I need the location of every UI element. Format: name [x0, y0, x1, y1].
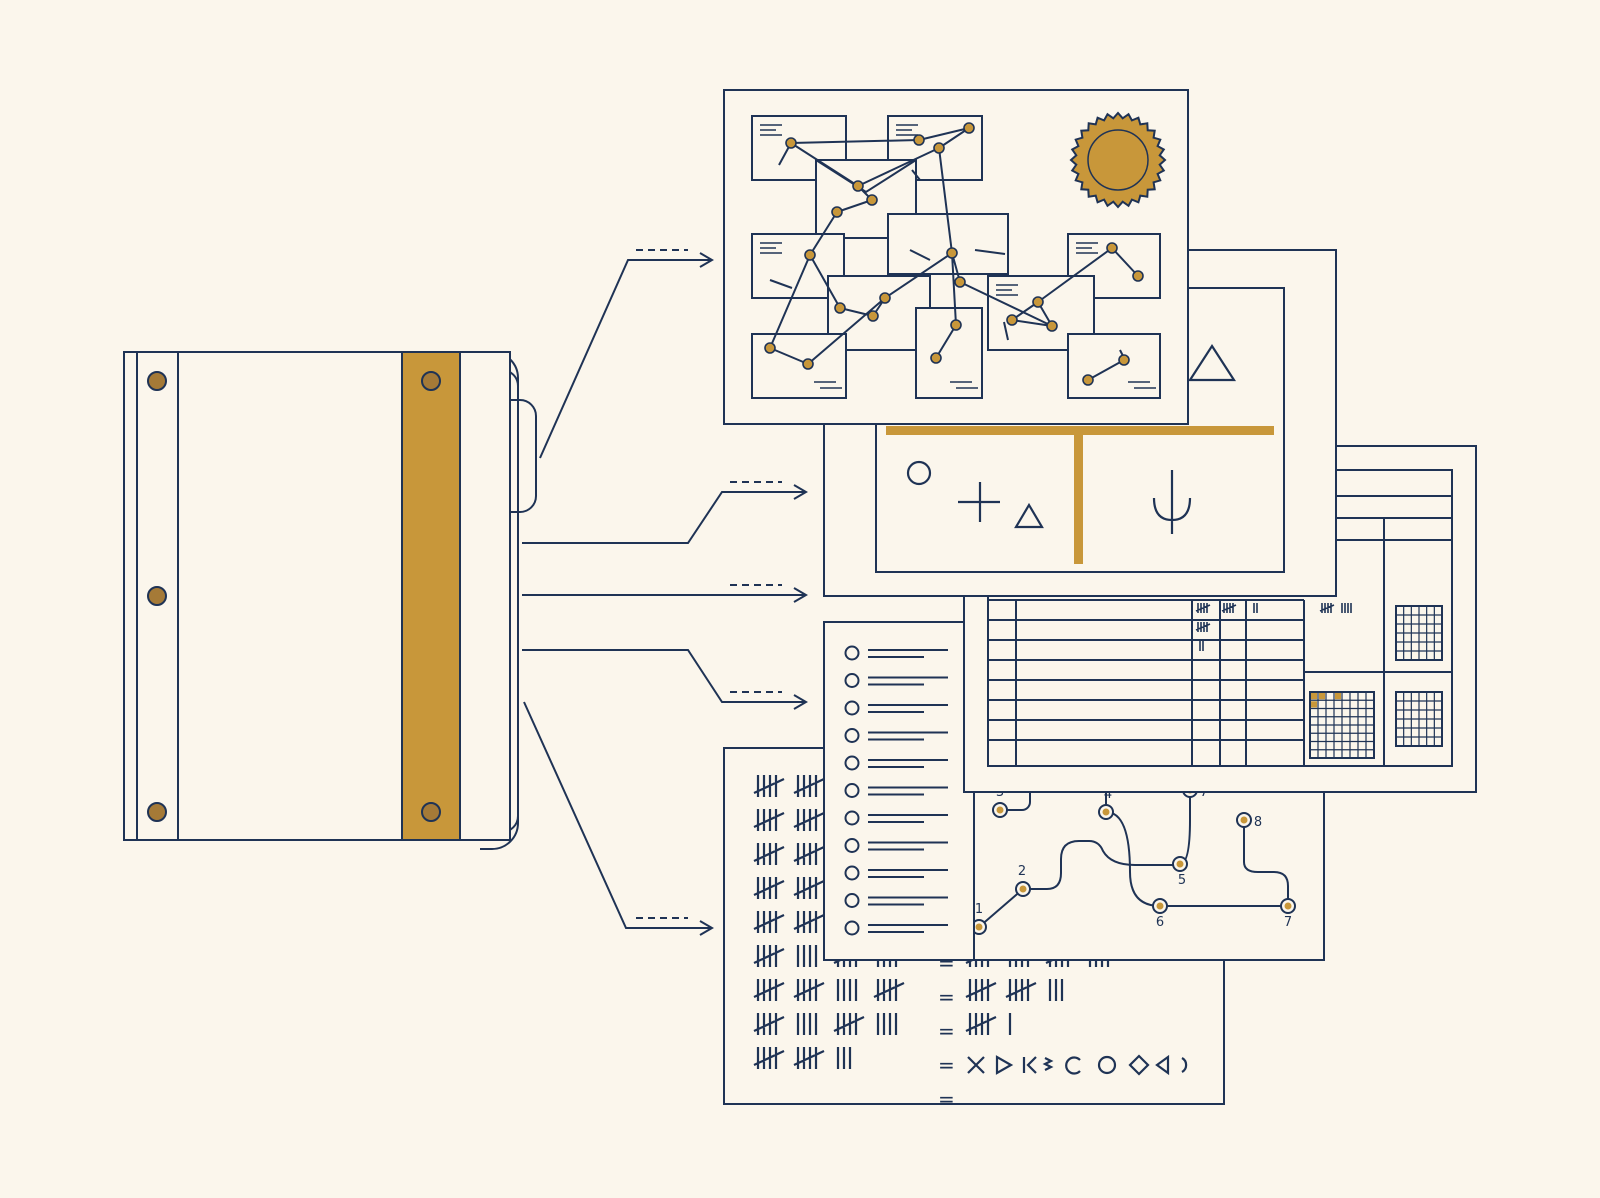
mini-grids — [1309, 605, 1443, 759]
network-node — [834, 302, 846, 314]
network-node — [785, 137, 797, 149]
network-node — [852, 180, 864, 192]
mini-grid — [1309, 691, 1375, 759]
network-node — [1132, 270, 1144, 282]
route-node: 5 — [1172, 856, 1188, 888]
network-card — [915, 307, 983, 399]
ledger-tallies — [1195, 603, 1352, 651]
network-nodes — [764, 122, 1144, 386]
mini-grid — [1395, 691, 1443, 747]
checklist-item — [844, 673, 948, 688]
route-nodes: 123456778 — [971, 782, 1296, 935]
checklist-item — [844, 755, 948, 771]
checklist-item — [844, 783, 948, 798]
route-node: 6 — [1152, 898, 1168, 930]
network-node — [950, 319, 962, 331]
checklist-item — [844, 810, 948, 826]
route-node: 7 — [1280, 898, 1296, 930]
network-node — [1118, 354, 1130, 366]
network-node — [802, 358, 814, 370]
network-node — [764, 342, 776, 354]
route-node: 2 — [1015, 864, 1031, 897]
connector-arrows — [522, 249, 808, 936]
network-node — [1032, 296, 1044, 308]
route-node-label: 2 — [1018, 864, 1026, 879]
checklist-item — [844, 728, 948, 743]
checklist-rows — [844, 645, 948, 936]
network-node — [1046, 320, 1058, 332]
route-node-label: 1 — [975, 902, 983, 917]
network-node — [831, 206, 843, 218]
network-node — [866, 194, 878, 206]
equals-sign: = — [938, 1053, 955, 1077]
triangle-symbol-icon — [1014, 502, 1044, 529]
route-node: 4 — [1098, 787, 1114, 820]
seal-icon — [1069, 111, 1167, 209]
checklist-item — [844, 865, 948, 881]
checklist-item — [844, 893, 948, 908]
mini-grid — [1395, 605, 1443, 661]
network-node — [963, 122, 975, 134]
network-node — [804, 249, 816, 261]
network-node — [1106, 242, 1118, 254]
network-node — [1082, 374, 1094, 386]
route-node-label: 4 — [1104, 787, 1112, 802]
equals-sign: = — [938, 985, 955, 1009]
triangle-symbol-icon — [1187, 343, 1237, 382]
checklist-item — [844, 700, 948, 716]
checklist-item — [844, 645, 948, 661]
checklist-item — [844, 920, 948, 936]
network-node — [913, 134, 925, 146]
network-edges — [769, 127, 1139, 381]
network-node — [930, 352, 942, 364]
equals-sign: = — [938, 1087, 955, 1111]
checklist-item — [844, 838, 948, 853]
equals-sign: = — [938, 1019, 955, 1043]
network-node — [946, 247, 958, 259]
circle-symbol-icon — [906, 460, 932, 486]
route-node: 8 — [1236, 812, 1262, 830]
checklist-sheet — [823, 621, 975, 961]
network-node — [1006, 314, 1018, 326]
glyph-row — [967, 1054, 1188, 1076]
network-cards — [751, 115, 1161, 399]
cross-symbol-icon — [958, 482, 1000, 522]
route-node-label: 6 — [1156, 915, 1164, 930]
network-sheet — [723, 89, 1189, 425]
route-node-label: 7 — [1284, 915, 1292, 930]
route-node-label: 5 — [1178, 873, 1186, 888]
binder-icon — [123, 351, 537, 850]
psi-symbol-icon — [1152, 470, 1192, 534]
network-node — [867, 310, 879, 322]
network-node — [954, 276, 966, 288]
network-node — [879, 292, 891, 304]
network-node — [933, 142, 945, 154]
route-node-label: 8 — [1254, 815, 1262, 830]
